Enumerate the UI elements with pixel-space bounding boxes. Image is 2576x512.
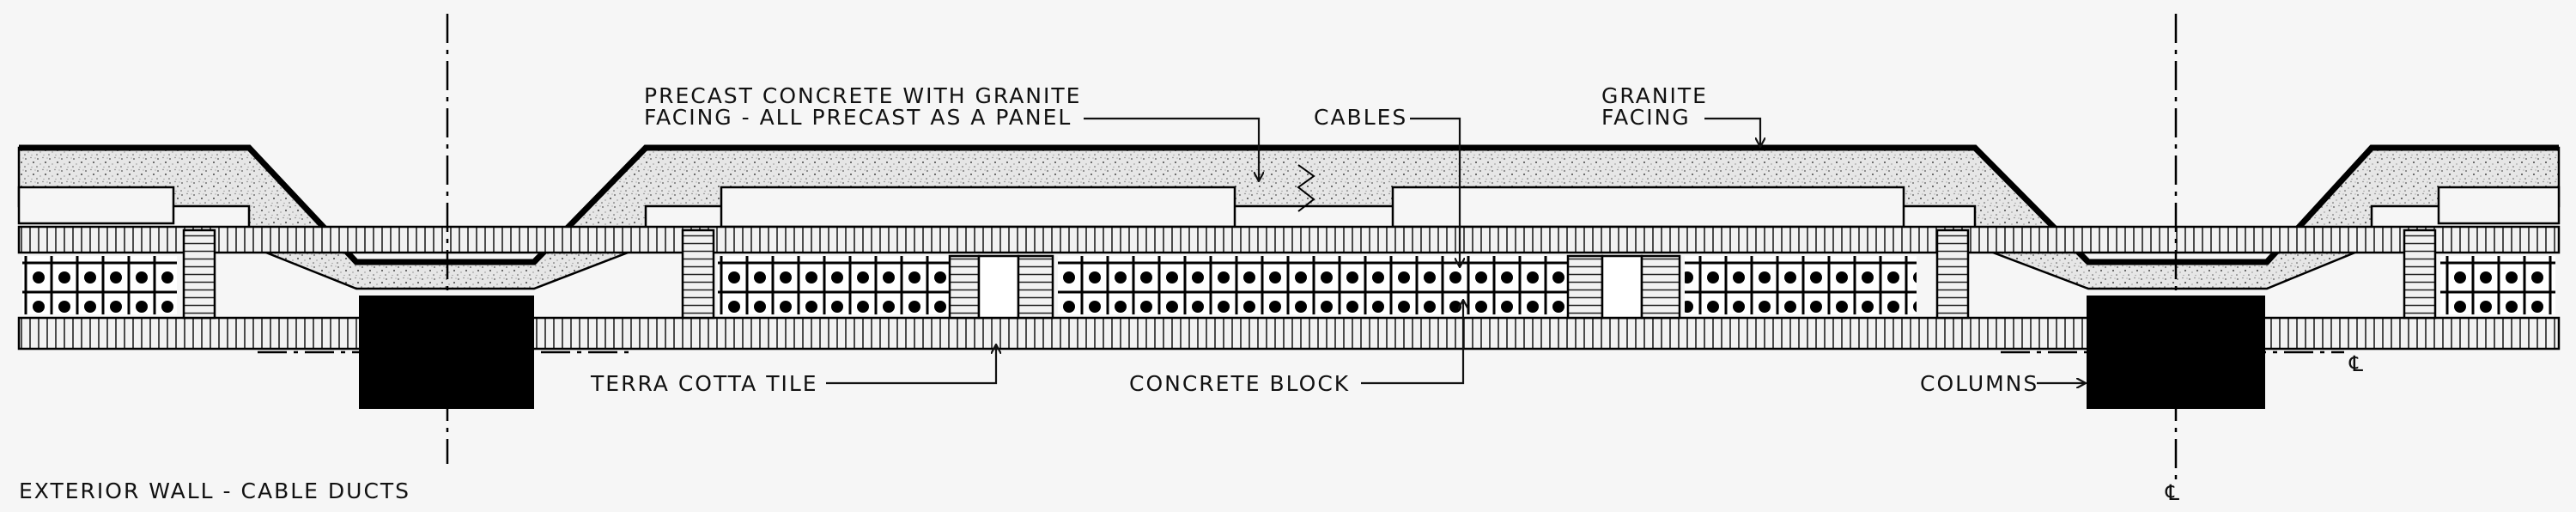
callout-terra-cotta: TERRA COTTA TILE <box>590 371 818 396</box>
callout-concrete-block: CONCRETE BLOCK <box>1129 371 1350 396</box>
callout-cables: CABLES <box>1314 105 1407 130</box>
callout-precast-line2: FACING - ALL PRECAST AS A PANEL <box>644 105 1072 130</box>
column-centerlines <box>258 14 2344 486</box>
duct-bank <box>718 256 950 314</box>
drawing-title: EXTERIOR WALL - CABLE DUCTS <box>19 478 410 503</box>
callout-columns: COLUMNS <box>1920 371 2038 396</box>
duct-bank <box>22 256 177 314</box>
callout-granite-line2: FACING <box>1601 105 1691 130</box>
concrete-block-wall <box>17 225 2561 254</box>
duct-bank <box>2440 256 2555 314</box>
centerline-mark-right: ℄ <box>2348 351 2365 376</box>
leader-lines <box>826 117 2085 383</box>
duct-bank <box>1058 256 1568 314</box>
duct-bank <box>1685 256 1917 314</box>
callout-granite-line1: GRANITE <box>1601 83 1708 108</box>
callout-precast-line1: PRECAST CONCRETE WITH GRANITE <box>644 83 1081 108</box>
granite-facing-line <box>19 144 2559 265</box>
concrete-block-infill <box>182 229 2437 320</box>
centerline-mark-bottom: ℄ <box>2165 480 2181 505</box>
precast-voids <box>17 164 2561 229</box>
cable-duct-banks <box>22 256 2555 314</box>
